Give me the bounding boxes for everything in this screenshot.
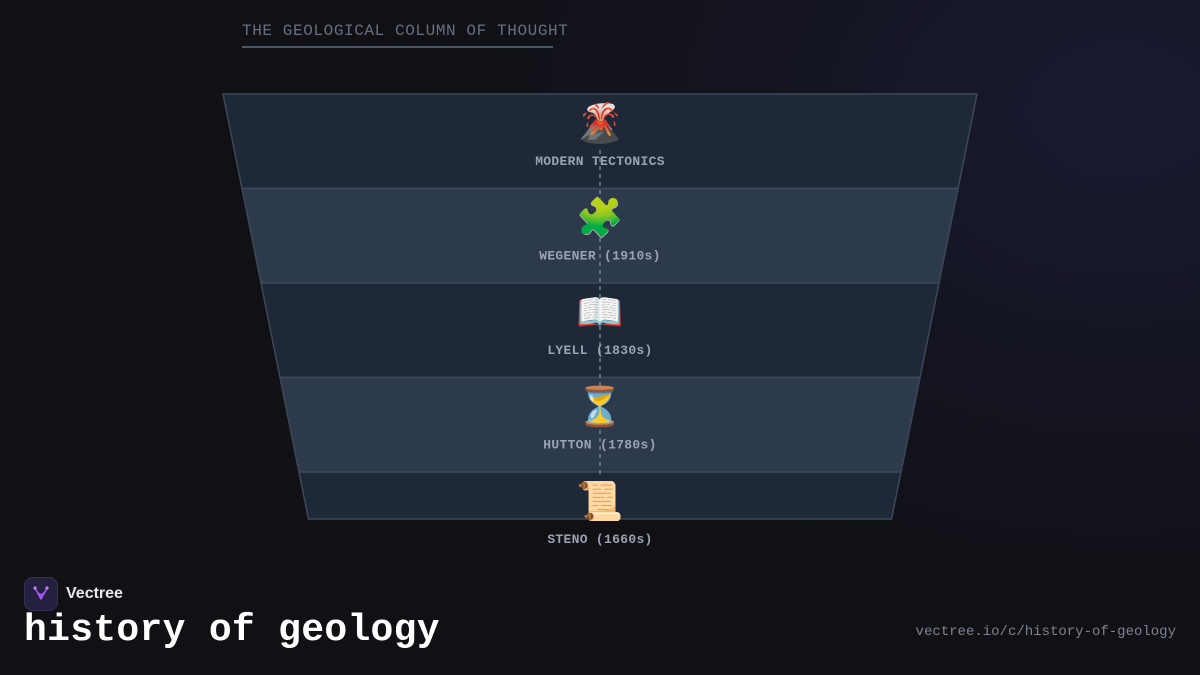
puzzle-piece-icon: 🧩	[576, 196, 623, 240]
volcano-icon: 🌋	[576, 101, 623, 145]
layer-label: STENO (1660s)	[547, 532, 652, 547]
title-underline	[242, 46, 553, 48]
scroll-icon: 📜	[576, 479, 623, 523]
diagram-title: THE GEOLOGICAL COLUMN OF THOUGHT	[242, 22, 569, 40]
footer-url[interactable]: vectree.io/c/history-of-geology	[915, 624, 1176, 640]
brand-name: Vectree	[66, 585, 123, 602]
brand: Vectree	[24, 577, 123, 611]
layer-label: MODERN TECTONICS	[535, 154, 665, 169]
vectree-logo-icon	[24, 577, 58, 611]
layer-label: WEGENER (1910s)	[539, 249, 661, 264]
page-heading: history of geology	[24, 609, 440, 652]
layer-label: HUTTON (1780s)	[543, 438, 656, 453]
hourglass-icon: ⏳	[576, 385, 623, 429]
layer-label: LYELL (1830s)	[547, 343, 652, 358]
open-book-icon: 📖	[576, 290, 623, 334]
layer-band	[298, 471, 902, 520]
